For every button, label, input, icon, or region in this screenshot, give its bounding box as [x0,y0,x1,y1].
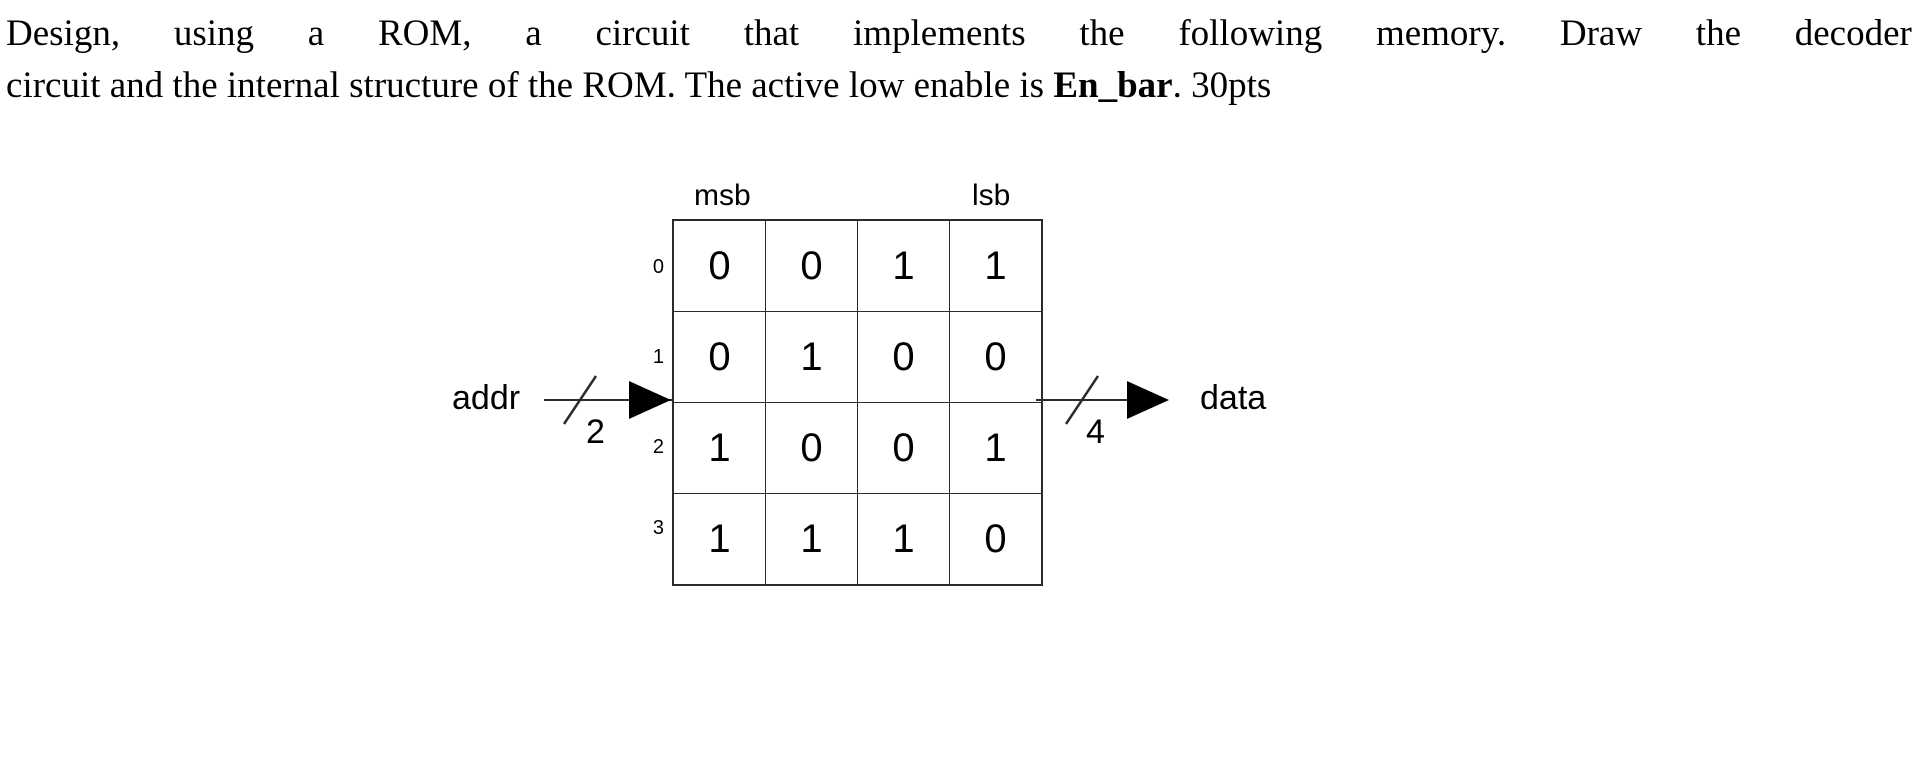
table-row: 0 0 1 1 [672,219,1043,312]
data-bus-slash-icon [1064,375,1100,425]
problem-statement-line-2: circuit and the internal structure of th… [6,60,1912,112]
problem-line2-prefix: circuit and the internal structure of th… [6,65,1054,106]
row-index-2: 2 [652,436,664,458]
problem-statement-line-1: Design, using a ROM, a circuit that impl… [6,8,1912,60]
word: memory. [1375,13,1507,54]
memory-cell: 1 [857,219,950,312]
memory-cell: 0 [765,402,858,494]
word: following [1178,13,1323,54]
data-label: data [1200,379,1267,417]
memory-cell: 1 [672,493,766,586]
word: the [1079,13,1125,54]
word: that [743,13,800,54]
memory-cell: 1 [765,493,858,586]
memory-cell: 1 [672,402,766,494]
addr-bus-slash-icon [562,375,598,425]
word: using [173,13,255,54]
addr-label: addr [452,379,521,417]
data-bus-width-label: 4 [1086,413,1105,451]
problem-line2-suffix: . 30pts [1172,65,1272,106]
word: Design, [6,13,121,54]
row-index-0: 0 [652,256,664,278]
memory-cell: 1 [765,311,858,403]
data-bus-wire [1036,399,1166,401]
word: the [1695,13,1741,54]
row-index-3: 3 [652,517,664,539]
addr-arrowhead-icon [629,381,671,419]
memory-cell: 0 [765,219,858,312]
msb-label: msb [694,179,751,212]
table-row: 0 1 0 0 [672,311,1043,403]
memory-cell: 1 [857,493,950,586]
addr-bus-width-label: 2 [586,413,605,451]
word: a [525,13,542,54]
word: Draw [1559,13,1643,54]
memory-cell: 0 [949,311,1043,403]
word: ROM, [377,13,472,54]
memory-cell: 1 [949,402,1043,494]
enable-signal-name: En_bar [1053,65,1173,106]
memory-cell: 0 [672,219,766,312]
memory-cell: 0 [857,402,950,494]
row-index-1: 1 [652,346,664,368]
addr-bus-wire [544,399,672,401]
memory-cell: 0 [672,311,766,403]
problem-statement: Design, using a ROM, a circuit that impl… [6,8,1912,112]
memory-cell: 0 [949,493,1043,586]
lsb-label: lsb [972,179,1011,212]
word: decoder [1794,13,1912,54]
data-arrowhead-icon [1127,381,1169,419]
memory-cell: 1 [949,219,1043,312]
memory-contents-table: 0 0 1 1 0 1 0 0 1 0 0 1 1 1 1 0 [672,219,1043,586]
table-row: 1 1 1 0 [672,493,1043,586]
word: circuit [595,13,690,54]
word: a [307,13,325,54]
table-row: 1 0 0 1 [672,402,1043,494]
word: implements [852,13,1026,54]
memory-cell: 0 [857,311,950,403]
